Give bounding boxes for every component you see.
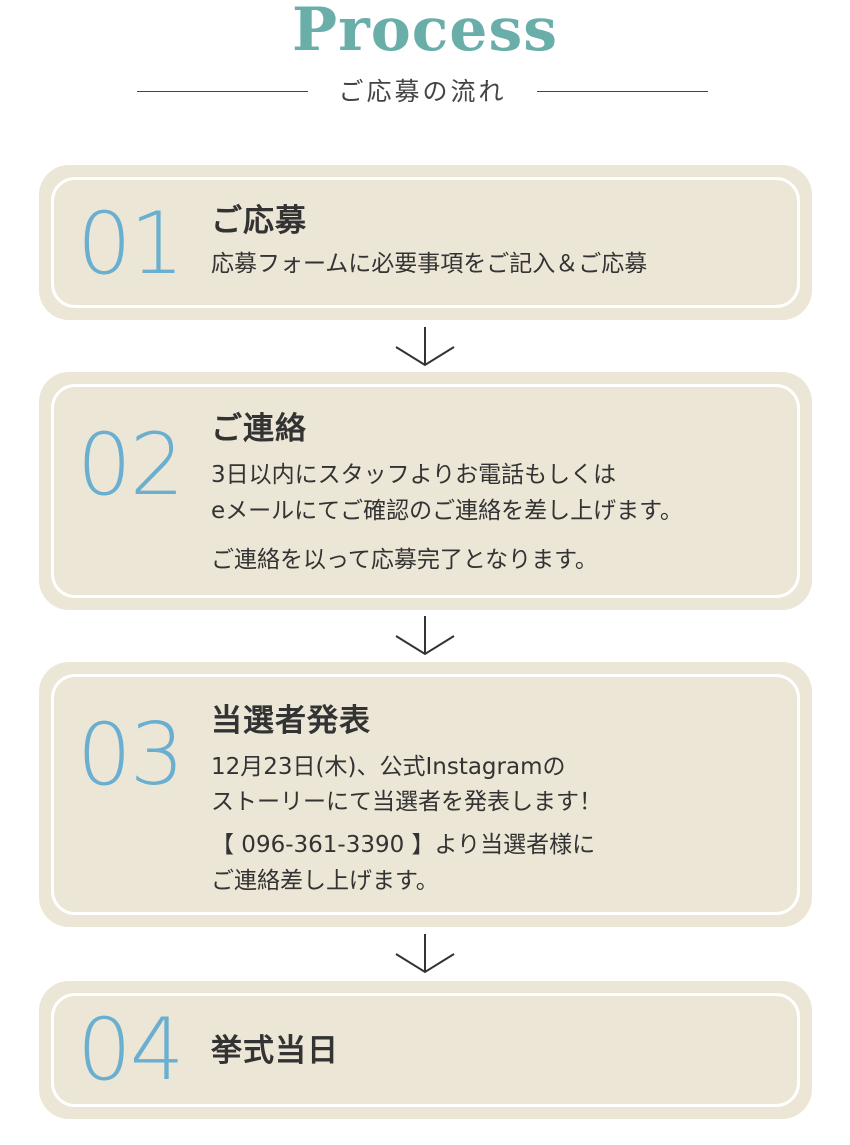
step-card-inner-border — [51, 177, 800, 308]
step-title: 当選者発表 — [211, 703, 371, 739]
arrow-down-icon — [395, 616, 455, 656]
step-number: 03 — [77, 705, 184, 805]
divider-line-right — [537, 91, 708, 92]
step-description-line: ご連絡を以って応募完了となります。 — [211, 547, 598, 573]
arrow-down-icon — [395, 934, 455, 974]
step-number: 01 — [77, 194, 184, 294]
step-title: 挙式当日 — [211, 1033, 339, 1069]
step-number: 02 — [77, 415, 184, 515]
step-card-inner-border — [51, 384, 800, 598]
step-description-line: ストーリーにて当選者を発表します！ — [211, 789, 602, 815]
step-card-01: 01 ご応募 応募フォームに必要事項をご記入＆ご応募 — [39, 165, 812, 320]
step-card-inner-border — [51, 674, 800, 915]
step-title: ご応募 — [211, 203, 307, 239]
step-description-line: 【 096-361-3390 】より当選者様に — [211, 832, 596, 858]
section-heading: Process — [0, 0, 850, 60]
step-card-02: 02 ご連絡 3日以内にスタッフよりお電話もしくは eメールにてご確認のご連絡を… — [39, 372, 812, 610]
step-description-line: ご連絡差し上げます。 — [211, 868, 439, 894]
arrow-down-icon — [395, 327, 455, 367]
section-title: Process — [291, 0, 558, 65]
step-number: 04 — [77, 1000, 184, 1100]
step-card-04: 04 挙式当日 — [39, 981, 812, 1119]
divider-line-left — [137, 91, 308, 92]
section-subtitle-row: ご応募の流れ — [0, 74, 850, 110]
step-description-line: 3日以内にスタッフよりお電話もしくは — [211, 462, 617, 488]
step-description-line: eメールにてご確認のご連絡を差し上げます。 — [211, 498, 683, 524]
section-subtitle: ご応募の流れ — [338, 77, 507, 106]
step-description-line: 12月23日(木)、公式Instagramの — [211, 754, 566, 780]
step-description: 応募フォームに必要事項をご記入＆ご応募 — [211, 251, 648, 277]
step-card-inner-border — [51, 993, 800, 1107]
step-card-03: 03 当選者発表 12月23日(木)、公式Instagramの ストーリーにて当… — [39, 662, 812, 927]
step-title: ご連絡 — [211, 411, 307, 447]
